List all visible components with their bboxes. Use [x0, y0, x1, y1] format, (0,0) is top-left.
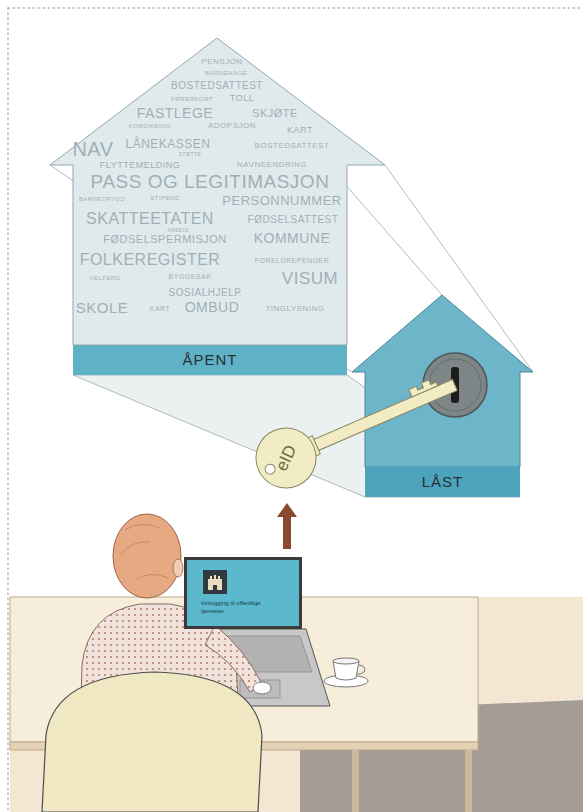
dotted-frame — [8, 7, 583, 9]
service-word: TINGLYSNING — [265, 305, 324, 313]
service-word: NAV — [72, 139, 113, 159]
service-word: PENSJON — [201, 58, 242, 66]
service-word: FORELDREPENGER — [255, 257, 330, 264]
dotted-frame — [7, 8, 9, 812]
portal-logo — [203, 570, 227, 594]
projection — [50, 38, 533, 497]
login-arrow — [277, 503, 297, 549]
service-word: KART — [287, 126, 313, 135]
eid-key: eID — [248, 375, 463, 497]
locked-band: LÅST — [365, 467, 520, 497]
open-house: ÅPENT PENSJON BARNEHAGE BOSTEDSATTEST FØRERK… — [50, 38, 385, 375]
service-word: KART — [150, 305, 171, 312]
service-word: PERSONNUMMER — [222, 194, 341, 207]
service-word: FORSIKRING — [129, 123, 171, 129]
service-word: SKJØTE — [252, 108, 298, 119]
band-label: ÅPENT — [73, 345, 347, 375]
service-word: SKATTEETATEN — [86, 211, 214, 227]
service-word: BARNETRYGD — [79, 196, 126, 202]
table-leg — [465, 750, 472, 812]
service-word: KOMMUNE — [254, 231, 331, 245]
service-word: ADOPSJON — [208, 122, 256, 130]
service-word: BOSTEDSATTEST — [171, 81, 263, 91]
service-word: TOLL — [230, 94, 254, 103]
open-band: ÅPENT — [73, 345, 347, 375]
service-word: STØTTE — [179, 152, 202, 157]
house-shape — [50, 38, 385, 345]
service-word: PASS OG LEGITIMASJON — [91, 172, 330, 191]
service-word: LÅNEKASSEN — [125, 138, 210, 150]
service-word: BYGGESAK — [169, 273, 212, 280]
table-leg — [352, 750, 359, 812]
screen-label: Innlogging til offentlige tjenester — [201, 600, 271, 615]
service-word: FASTLEGE — [137, 106, 213, 120]
service-word: BARNEHAGE — [205, 70, 247, 76]
service-word: FLYTTEMELDING — [100, 161, 180, 170]
key-shape — [248, 375, 463, 497]
service-word: FØDSELSPERMISJON — [103, 234, 227, 245]
laptop-screen: Innlogging til offentlige tjenester — [184, 557, 302, 629]
service-word: VELFERD — [89, 275, 120, 281]
arrow-head — [277, 503, 297, 517]
service-word: FØRERKORT — [171, 96, 213, 102]
wall — [10, 597, 583, 812]
service-word: ARBEID — [167, 228, 189, 233]
service-word: NAVNEENDRING — [237, 161, 307, 169]
service-word: FØDSELSATTEST — [248, 215, 339, 225]
service-word: STIPEND — [150, 195, 180, 201]
service-word: FOLKEREGISTER — [80, 252, 221, 268]
arrow-shaft — [283, 516, 291, 549]
chair-back — [42, 672, 262, 812]
key-body — [247, 357, 467, 497]
locked-house — [352, 295, 533, 467]
service-word: BOSTEDSATTEST — [255, 142, 330, 150]
band-label: LÅST — [365, 467, 520, 497]
service-word: VISUM — [282, 270, 338, 287]
service-word: SKOLE — [76, 300, 129, 315]
service-word: OMBUD — [185, 300, 240, 314]
service-word: SOSIALHJELP — [169, 288, 242, 298]
coffee-cup — [324, 658, 368, 687]
